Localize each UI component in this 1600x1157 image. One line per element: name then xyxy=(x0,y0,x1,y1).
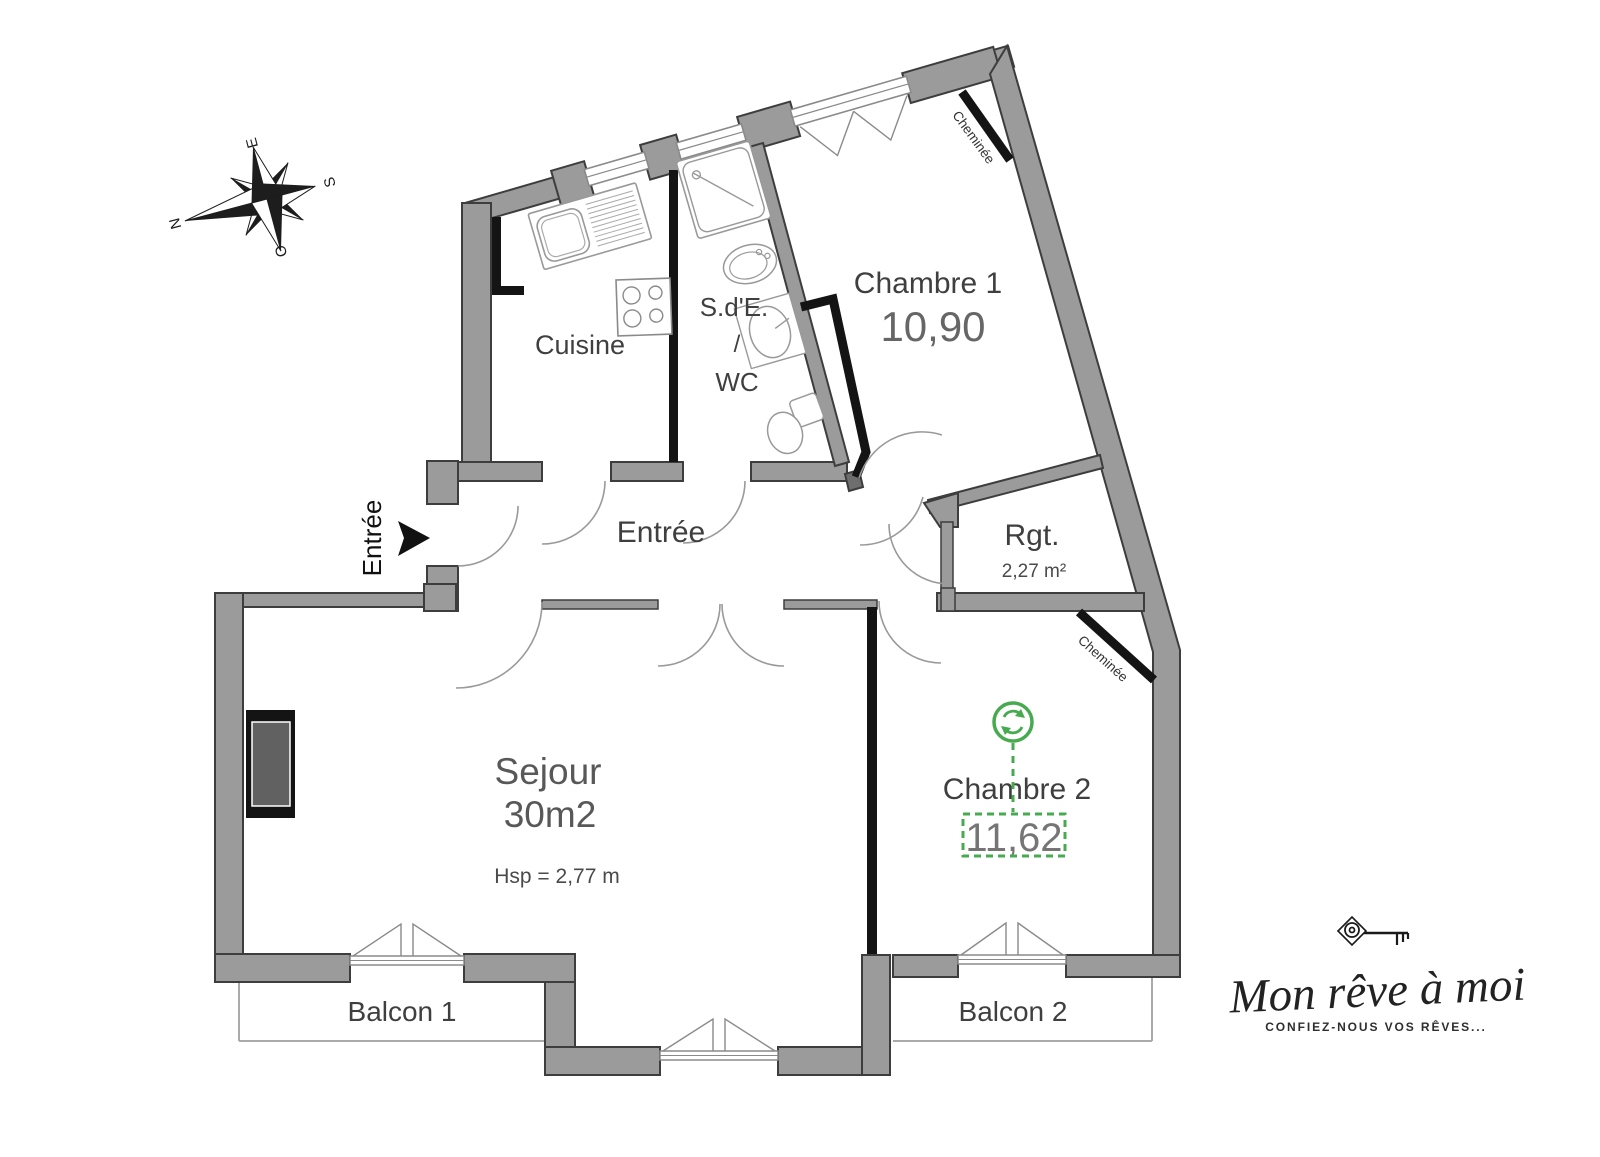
svg-text:Chambre 1: Chambre 1 xyxy=(854,267,1002,300)
svg-text:Mon rêve à moi: Mon rêve à moi xyxy=(1227,959,1526,1024)
svg-text:E: E xyxy=(243,136,262,150)
svg-text:WC: WC xyxy=(715,367,758,397)
svg-text:Cuisine: Cuisine xyxy=(535,330,625,360)
svg-text:Sejour: Sejour xyxy=(495,751,602,792)
svg-text:N: N xyxy=(166,216,185,231)
svg-text:Balcon 1: Balcon 1 xyxy=(348,996,457,1027)
svg-text:30m2: 30m2 xyxy=(504,794,597,835)
svg-text:11,62: 11,62 xyxy=(965,816,1062,860)
svg-text:Hsp = 2,77 m: Hsp = 2,77 m xyxy=(494,865,619,888)
svg-text:10,90: 10,90 xyxy=(880,303,985,350)
svg-text:Entrée: Entrée xyxy=(617,516,705,549)
svg-text:CONFIEZ-NOUS VOS RÊVES...: CONFIEZ-NOUS VOS RÊVES... xyxy=(1265,1019,1487,1034)
svg-text:2,27 m²: 2,27 m² xyxy=(1002,561,1066,582)
svg-text:O: O xyxy=(272,243,291,259)
svg-text:Chambre 2: Chambre 2 xyxy=(943,773,1091,806)
svg-text:Entrée: Entrée xyxy=(357,500,387,577)
svg-text:/: / xyxy=(734,331,741,358)
svg-text:S.d'E.: S.d'E. xyxy=(700,292,769,322)
svg-text:Rgt.: Rgt. xyxy=(1004,519,1059,552)
svg-text:S: S xyxy=(321,175,340,189)
svg-text:Balcon 2: Balcon 2 xyxy=(959,996,1068,1027)
